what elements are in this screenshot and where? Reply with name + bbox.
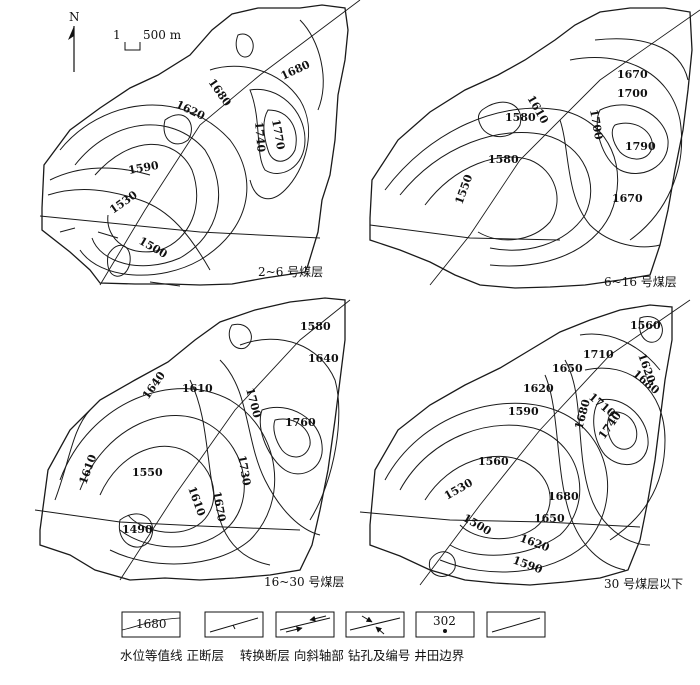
mine-boundary (39, 297, 346, 581)
legend-syncline-axis-symbol (345, 611, 405, 638)
contour-label: 1490 (122, 523, 153, 536)
north-arrow: N (68, 10, 80, 72)
panel-title: 2~6 号煤层 (258, 265, 323, 279)
contour-label: 1740 (252, 121, 268, 153)
legend-contour-symbol: 1680 (121, 611, 181, 638)
scale-bar: 1 500 m (113, 28, 182, 51)
contour-label: 1560 (630, 319, 661, 332)
contour-label: 1670 (617, 68, 648, 81)
legend-caption: 水位等值线 正断层 转换断层 向斜轴部 钻孔及编号 井田边界 (120, 648, 465, 663)
panel-16-30-coal: 1580 1640 1640 1610 1700 1760 1730 1550 … (34, 297, 351, 589)
contour-label: 1610 (182, 382, 213, 395)
panel-title: 6~16 号煤层 (604, 275, 677, 289)
contour-label: 1550 (132, 466, 163, 479)
contour-label: 1620 (523, 382, 554, 395)
contour-label: 1580 (505, 111, 536, 124)
mine-boundary (369, 304, 673, 586)
scale-unit-label: 500 m (143, 28, 182, 42)
contour-label: 1650 (552, 362, 583, 375)
contour-label: 1650 (534, 512, 565, 525)
contour-label: 1610 (185, 485, 208, 519)
contour-label: 1580 (488, 153, 519, 166)
contour-label: 1710 (583, 348, 614, 361)
mine-boundary (41, 4, 349, 286)
contour-label: 1620 (174, 98, 208, 123)
north-label: N (69, 10, 80, 24)
contour-label: 1700 (587, 108, 605, 141)
contour-label: 1700 (617, 87, 648, 100)
contour-label: 1610 (77, 452, 100, 486)
contour-label: 1680 (572, 398, 593, 431)
legend-transfer-fault-symbol (275, 611, 335, 638)
contour-label: 1580 (300, 320, 331, 333)
contour-label: 1590 (508, 405, 539, 418)
contour-label: 1640 (308, 352, 339, 365)
contour-label: 1730 (235, 454, 253, 487)
contour-label: 1620 (518, 532, 552, 555)
scale-start-label: 1 (113, 28, 121, 42)
contour-label: 1550 (453, 172, 476, 206)
contour-label: 1770 (269, 118, 287, 151)
legend-normal-fault-symbol (204, 611, 264, 638)
contour-label: 1590 (127, 159, 160, 177)
contour-label: 1680 (548, 490, 579, 503)
legend: 1680 302 水位等值线 正断层 转换断层 向斜轴 (120, 611, 546, 663)
panel-6-16-coal: 1670 1700 1610 1580 1700 1790 1580 1550 … (369, 7, 700, 289)
panel-title: 30 号煤层以下 (604, 577, 683, 591)
contour-label: 1670 (210, 490, 228, 523)
contour-label: 1500 (137, 234, 170, 261)
contour-label: 1680 (206, 76, 234, 109)
legend-borehole-symbol: 302 (415, 611, 475, 638)
legend-borehole-sample: 302 (433, 614, 456, 628)
panel-30-below-coal: 1560 1710 1650 1620 1620 1590 1680 1710 … (359, 299, 691, 591)
panel-2-6-coal: 1680 1680 1620 1770 1740 1590 1530 1500 … (39, 0, 361, 287)
contour-label: 1560 (478, 455, 509, 468)
contour-label: 1670 (612, 192, 643, 205)
panel-title: 16~30 号煤层 (264, 575, 344, 589)
contour-label: 1790 (625, 140, 656, 153)
legend-contour-sample: 1680 (136, 617, 167, 631)
contour-label: 1680 (279, 58, 313, 83)
contour-label: 1640 (140, 369, 168, 402)
mine-boundary (369, 7, 693, 289)
contour-label: 1530 (442, 476, 475, 503)
legend-mine-boundary-symbol (486, 611, 546, 638)
contour-label: 1500 (461, 511, 494, 538)
contour-label: 1590 (511, 554, 545, 577)
contour-label: 1760 (285, 416, 316, 429)
